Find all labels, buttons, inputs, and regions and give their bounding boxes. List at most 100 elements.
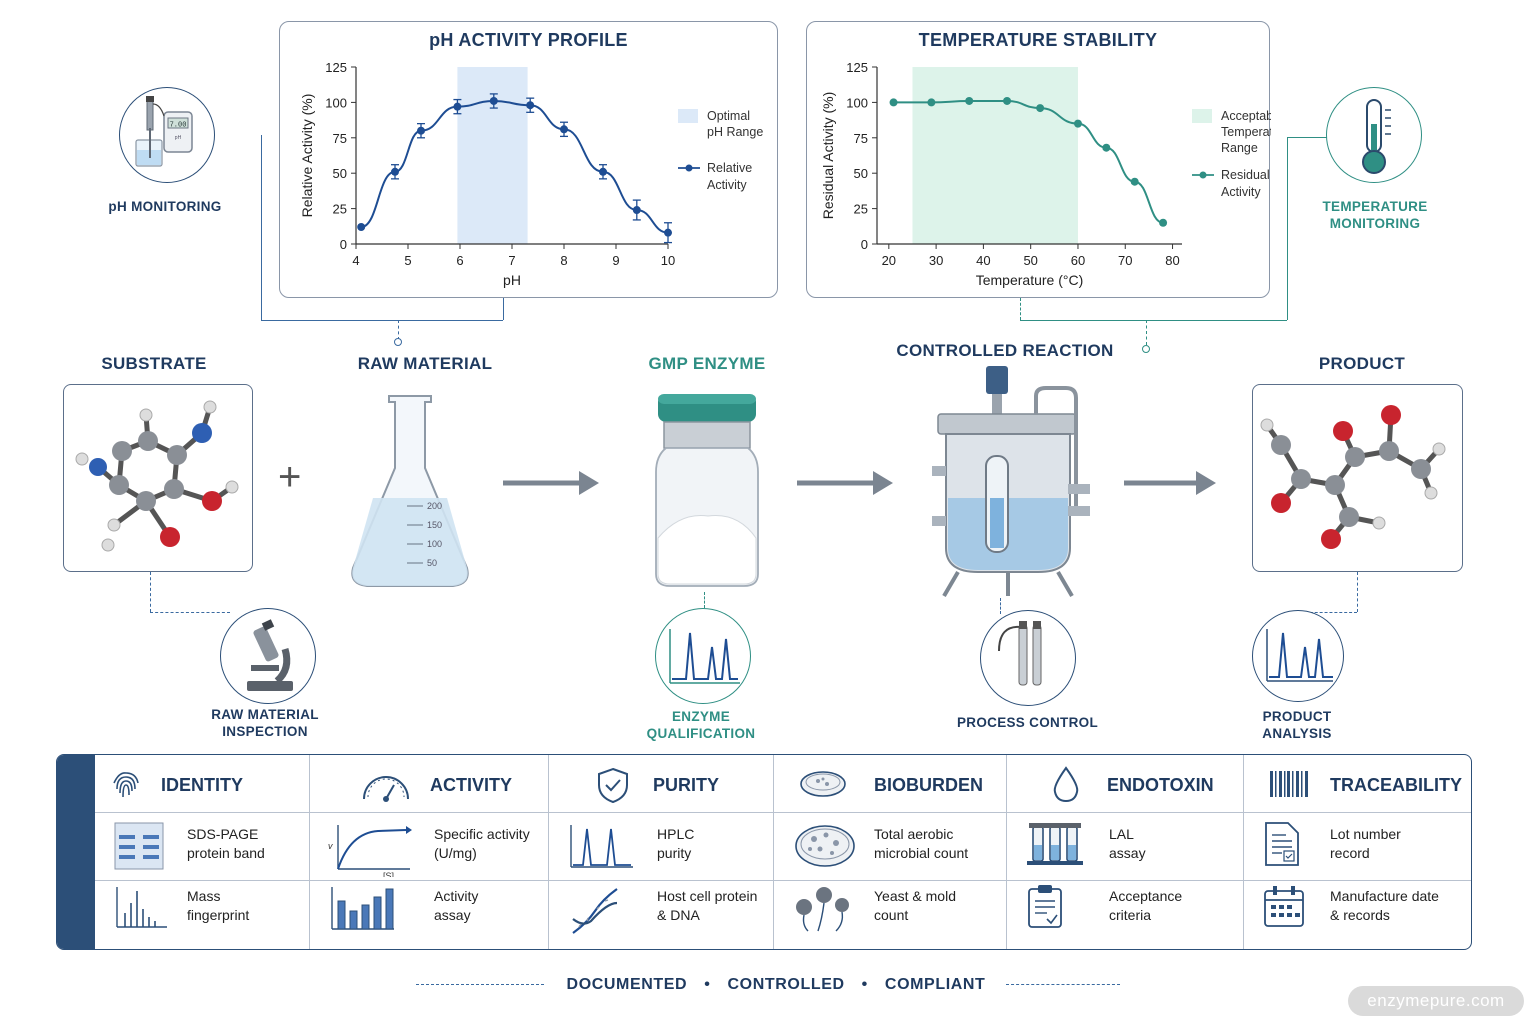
x-tick-label: 6	[456, 253, 463, 268]
ph-drop-node	[394, 338, 402, 346]
legend-series-label: Residual	[1221, 168, 1270, 182]
reaction-drop	[1146, 320, 1147, 345]
x-tick-label: 80	[1165, 253, 1179, 268]
legend-band-label: Acceptable	[1221, 109, 1271, 123]
legend-band-label: Range	[1221, 141, 1258, 155]
optimal-range-band	[912, 67, 1078, 244]
x-tick-label: 60	[1071, 253, 1085, 268]
product-molecule-box	[1252, 384, 1463, 572]
gauge-icon	[358, 765, 414, 810]
data-point	[526, 101, 535, 110]
probe-circle	[980, 610, 1076, 706]
gel-band-icon	[113, 821, 165, 876]
legend-series-marker	[685, 164, 693, 172]
y-tick-label: 25	[333, 202, 347, 217]
ph-meter-icon: 7.00 pH	[135, 96, 193, 167]
product-qc-h	[1300, 612, 1357, 613]
y-tick-label: 75	[333, 131, 347, 146]
data-point	[1102, 143, 1111, 152]
optimal-range-band	[457, 67, 528, 244]
x-tick-label: 9	[612, 253, 619, 268]
product-chromatogram-icon	[1266, 629, 1333, 682]
legend-band-label: Temperature	[1221, 125, 1271, 139]
x-tick-label: 8	[560, 253, 567, 268]
sensor-probes-icon	[998, 621, 1042, 686]
bioreactor-icon	[932, 366, 1090, 598]
footer-word-compliant: COMPLIANT	[884, 976, 986, 993]
matrix-cell-text: LAL assay	[1109, 826, 1146, 861]
substrate-qc-h	[150, 612, 230, 613]
x-tick-label: 50	[1023, 253, 1037, 268]
data-point	[453, 102, 462, 111]
erlenmeyer-flask-icon: 200 150 100 50	[351, 395, 469, 587]
mass-spectrum-icon	[113, 883, 169, 938]
dna-icon	[567, 883, 623, 944]
matrix-cell-text: Acceptance criteria	[1109, 888, 1183, 923]
matrix-cell-text: Activity assay	[434, 888, 479, 923]
chromatogram-circle	[655, 608, 751, 704]
legend-band-swatch	[1192, 109, 1212, 123]
data-point	[965, 96, 974, 105]
matrix-row-1	[95, 813, 1471, 881]
ph-chart-title: pH ACTIVITY PROFILE	[429, 30, 628, 50]
footer-tagline: DOCUMENTED • CONTROLLED • COMPLIANT	[0, 976, 1536, 994]
y-tick-label: 50	[854, 166, 868, 181]
product-qc-drop	[1357, 572, 1358, 612]
legend-band-swatch	[678, 109, 698, 123]
enzyme-qc-drop	[704, 592, 705, 608]
temp-connector-h-top	[1287, 137, 1327, 138]
series-line	[360, 99, 669, 234]
data-point	[391, 167, 399, 176]
document-icon	[1262, 821, 1302, 872]
y-tick-label: 0	[861, 237, 868, 252]
enzyme-vial-icon	[655, 394, 759, 587]
arrow-1	[503, 471, 599, 495]
clipboard-check-icon	[1025, 883, 1065, 934]
thermometer-circle	[1326, 87, 1422, 183]
barcode-icon	[1268, 769, 1312, 804]
product-analysis-label: PRODUCT ANALYSIS	[1262, 709, 1332, 741]
matrix-cell-text: Yeast & mold count	[874, 888, 956, 923]
x-tick-label: 20	[882, 253, 896, 268]
flask-mark-1: 200	[427, 501, 442, 511]
ph-monitoring-label: pH MONITORING	[108, 199, 222, 214]
kinetics-curve-icon: v[S]	[328, 821, 414, 882]
y-tick-label: 100	[325, 95, 347, 110]
calendar-icon	[1262, 883, 1306, 934]
ph-meter-circle: 7.00 pH	[119, 87, 215, 183]
watermark: enzymepure.com	[1348, 986, 1524, 1016]
ph-chart-drop	[398, 320, 399, 340]
petri-dish-icon	[798, 767, 848, 806]
matrix-header-label: ACTIVITY	[430, 775, 513, 795]
flask-mark-2: 150	[427, 520, 442, 530]
footer-word-documented: DOCUMENTED	[566, 976, 688, 993]
ph-meter-reading: 7.00	[170, 122, 187, 130]
matrix-cell-text: HPLC purity	[657, 826, 695, 861]
flask-mark-4: 50	[427, 558, 437, 568]
kinetics-axis-s: [S]	[383, 871, 394, 877]
data-point	[1073, 119, 1082, 128]
x-tick-label: 10	[661, 253, 675, 268]
product-label: PRODUCT	[1318, 354, 1406, 373]
data-point	[417, 126, 425, 135]
y-tick-label: 125	[325, 60, 347, 75]
legend-series-label: Relative	[707, 161, 752, 175]
data-point	[1130, 177, 1139, 186]
product-molecule-icon	[1260, 405, 1446, 549]
data-point	[632, 206, 641, 215]
y-axis-label: Relative Activity (%)	[299, 94, 315, 218]
arrow-3	[1124, 471, 1216, 495]
matrix-cell-text: Manufacture date & records	[1330, 888, 1439, 923]
temp-drop-node	[1142, 345, 1150, 353]
bar-chart-icon	[328, 883, 398, 938]
microscope-circle	[220, 608, 316, 704]
data-point	[489, 96, 498, 105]
matrix-cell-text: Lot number record	[1330, 826, 1401, 861]
